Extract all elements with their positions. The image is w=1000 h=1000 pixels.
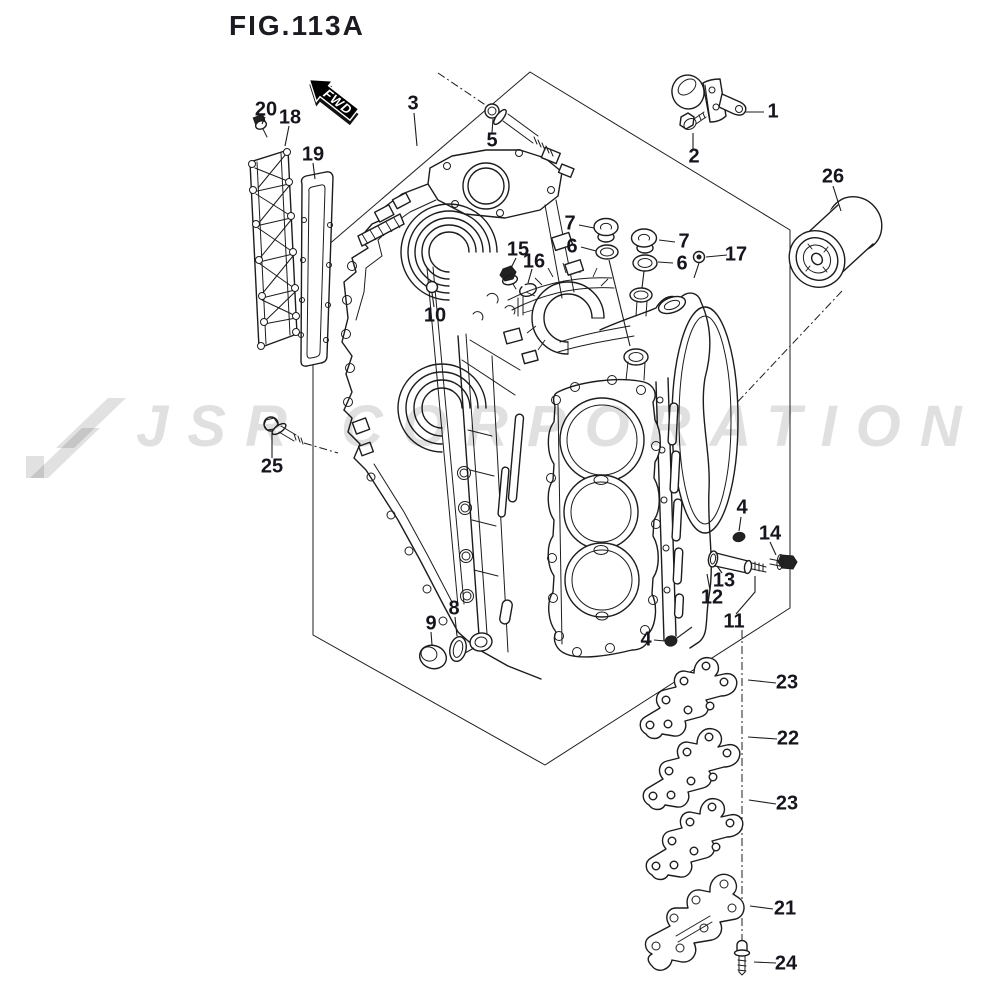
callout-9: 9 (425, 612, 437, 635)
callout-2: 2 (688, 145, 700, 168)
engine-hanger-part1 (671, 74, 747, 123)
oil-filter-part26 (788, 196, 883, 288)
side-cover-grid-part18 (248, 148, 300, 350)
fwd-arrow: FWD (308, 78, 360, 126)
callout-5: 5 (486, 129, 498, 152)
bolt-part24 (733, 939, 751, 976)
callout-1: 1 (767, 100, 779, 123)
callout-11: 11 (723, 610, 745, 633)
callout-12: 12 (700, 586, 724, 609)
cylinder-bores-face (546, 375, 661, 658)
callout-16: 16 (522, 250, 546, 273)
gasket-part23-upper (639, 656, 738, 740)
bolt-part25 (263, 416, 304, 445)
callout-19: 19 (301, 143, 325, 166)
callout-13: 13 (712, 569, 736, 592)
callout-20: 20 (254, 98, 278, 121)
bolt-part20 (252, 113, 268, 138)
bolt-part5 (484, 103, 554, 157)
plug-part15-16 (499, 265, 537, 317)
figure-title: FIG.113A (229, 10, 365, 41)
bracket-part21 (644, 873, 745, 971)
callout-22: 22 (776, 727, 800, 750)
cylinder-block-drawing (341, 146, 739, 680)
callout-14: 14 (758, 522, 782, 545)
plug-part4-upper (732, 531, 746, 543)
gasket-part19 (298, 171, 334, 367)
callout-21: 21 (773, 897, 797, 920)
anode-assembly-11-12-13-14 (707, 550, 798, 615)
callout-15: 15 (506, 238, 530, 261)
callout-25: 25 (260, 455, 284, 478)
callout-23-lower: 23 (775, 792, 799, 815)
gasket-part23-lower (645, 797, 744, 881)
plug-part4-lower (664, 626, 693, 647)
callout-7-right: 7 (678, 230, 690, 253)
callout-6-left: 6 (566, 235, 578, 258)
pin-part10 (425, 280, 439, 294)
callout-4-upper: 4 (736, 496, 748, 519)
callout-6-right: 6 (676, 252, 688, 275)
leader-lines (261, 111, 842, 964)
callout-18: 18 (278, 106, 302, 129)
cap-seal-set-right (630, 228, 658, 272)
cap-seal-set-left (593, 217, 619, 260)
plug-part17 (692, 250, 706, 264)
callout-8: 8 (448, 597, 460, 620)
bolt-part2 (679, 111, 707, 131)
callout-23-upper: 23 (775, 671, 799, 694)
plug-bosses (608, 259, 700, 381)
callout-3: 3 (407, 92, 419, 115)
callout-7-left: 7 (564, 212, 576, 235)
lower-left-ribs (343, 409, 542, 680)
callout-4-lower: 4 (640, 628, 652, 651)
callout-10: 10 (423, 304, 447, 327)
callout-26: 26 (821, 165, 845, 188)
plug-part9-seal-part8 (418, 632, 493, 670)
right-edge (557, 292, 712, 649)
callout-24: 24 (774, 952, 798, 975)
gasket-part22 (642, 727, 741, 811)
front-wall (457, 333, 525, 653)
callout-17: 17 (724, 243, 748, 266)
